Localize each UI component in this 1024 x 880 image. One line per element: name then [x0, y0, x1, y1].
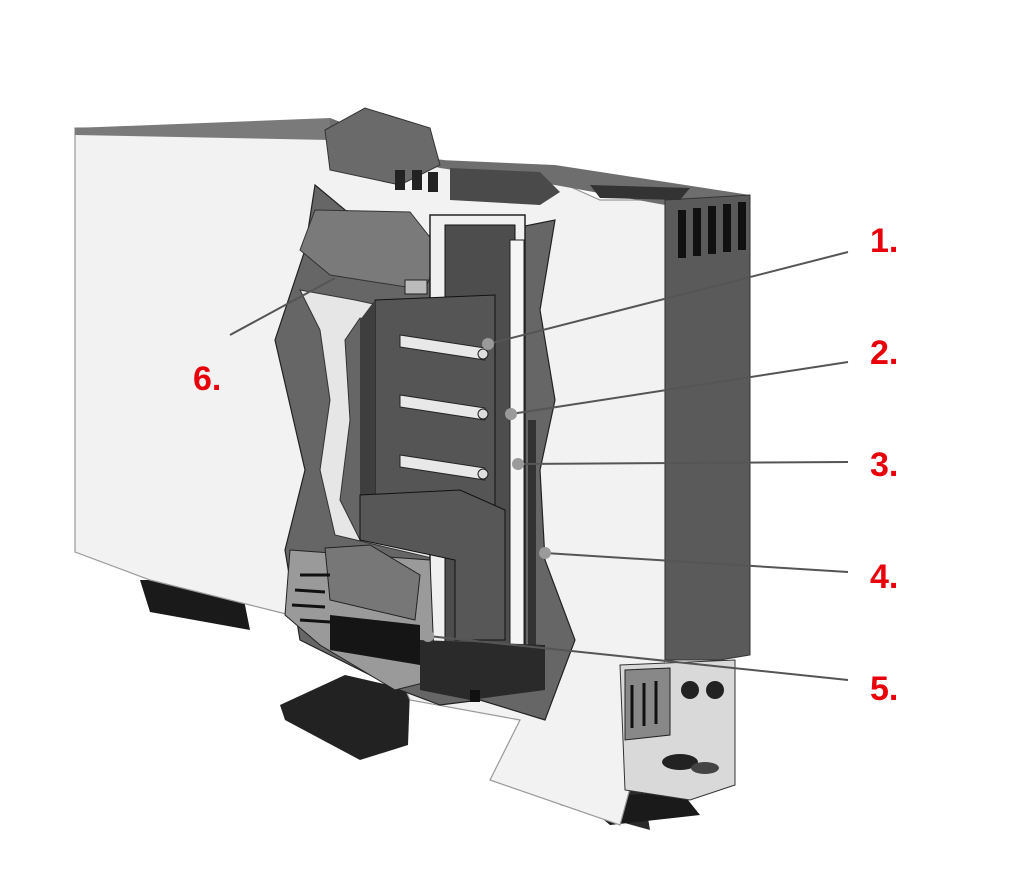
- callout-label-5: 5.: [870, 670, 899, 708]
- leader-dot-1: [482, 338, 494, 350]
- leader-line-5: [427, 635, 849, 681]
- connection-box: [619, 659, 736, 801]
- leader-line-4: [544, 552, 849, 573]
- leader-line-3: [517, 461, 849, 465]
- leader-line-1: [487, 251, 849, 345]
- leader-dot-5: [422, 630, 434, 642]
- leader-dot-2: [505, 408, 517, 420]
- bottom-fan-area: [284, 544, 545, 702]
- storage-core: [359, 214, 536, 661]
- callout-label-3: 3.: [870, 446, 899, 484]
- leader-dot-3: [512, 458, 524, 470]
- leader-dot-4: [539, 547, 551, 559]
- vent-slots: [678, 202, 746, 258]
- callout-label-6: 6.: [193, 360, 222, 398]
- leader-line-6: [229, 277, 336, 336]
- callout-leaders: [229, 251, 849, 681]
- leader-line-2: [510, 361, 849, 415]
- callout-label-4: 4.: [870, 558, 899, 596]
- callout-label-1: 1.: [870, 222, 899, 260]
- heating-rods: [399, 334, 489, 560]
- callout-label-2: 2.: [870, 334, 899, 372]
